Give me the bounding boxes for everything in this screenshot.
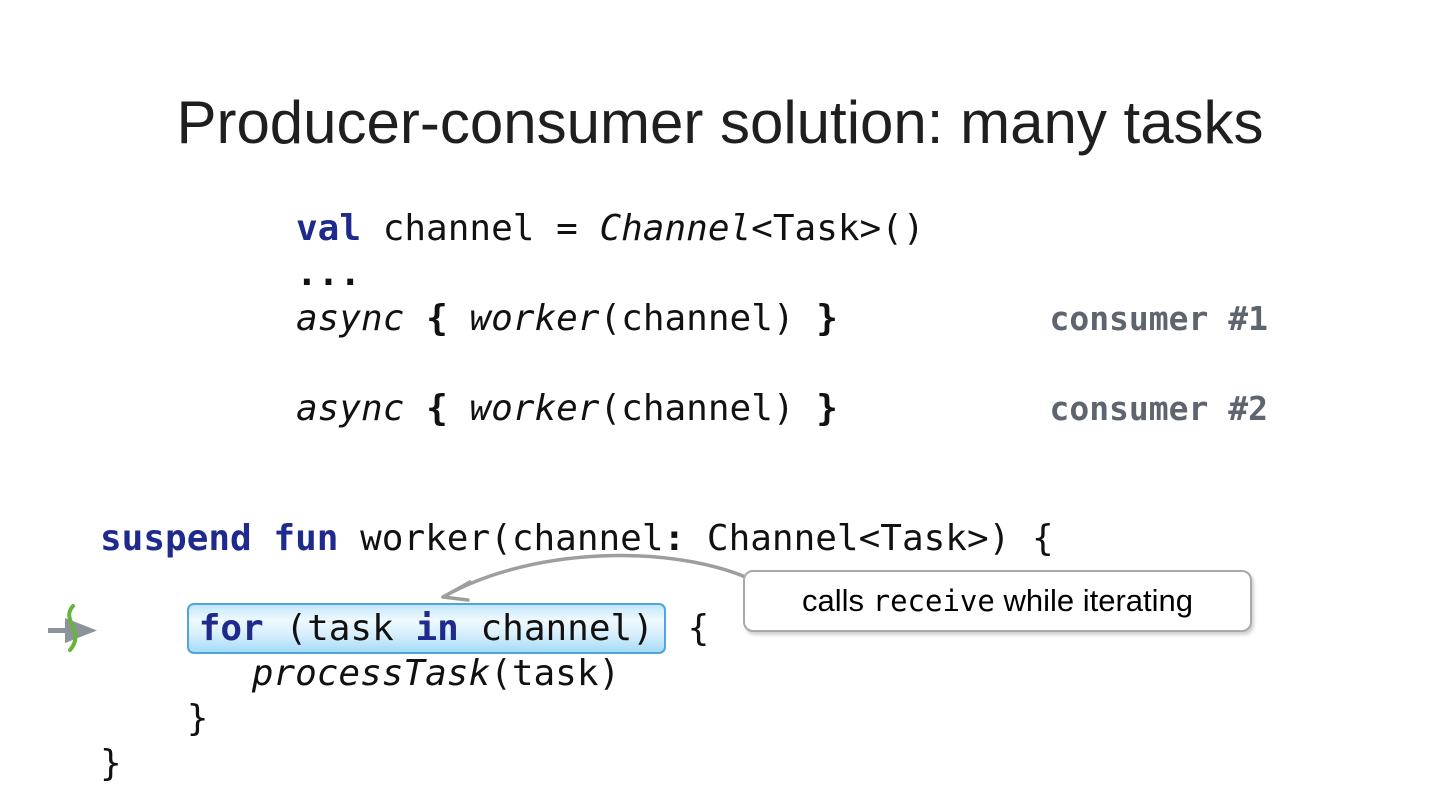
- code-line-val: val channel = Channel<Task>(): [296, 206, 925, 251]
- code-token: (task: [263, 608, 416, 649]
- code-token: }: [100, 743, 122, 784]
- tooltip-code-text: receive: [872, 584, 995, 618]
- code-token: [795, 388, 817, 429]
- code-token: channel): [458, 608, 654, 649]
- code-token: [100, 653, 252, 694]
- code-line-ellipsis: ...: [296, 251, 925, 296]
- consumer-1-label: consumer #1: [1049, 299, 1268, 338]
- code-token: Channel: [599, 208, 752, 249]
- code-token: <Task>(): [751, 208, 925, 249]
- callout-tooltip: calls receive while iterating: [743, 570, 1252, 632]
- code-token: [100, 608, 187, 649]
- code-token: }: [816, 388, 838, 429]
- code-token: [404, 298, 426, 339]
- code-token: [404, 388, 426, 429]
- code-token: (channel): [599, 388, 795, 429]
- code-token: channel =: [361, 208, 600, 249]
- code-token: }: [100, 698, 209, 739]
- code-token: (task): [490, 653, 621, 694]
- code-block-bottom: suspend fun worker(channel: Channel<Task…: [100, 516, 1054, 786]
- code-token: (channel): [599, 298, 795, 339]
- code-token: in: [415, 608, 459, 649]
- code-line-close-outer: }: [100, 741, 1054, 786]
- code-token: async: [296, 298, 405, 339]
- code-line-for: for (task in channel) {: [100, 603, 1054, 654]
- code-token: }: [816, 298, 838, 339]
- code-token: val: [296, 208, 362, 249]
- code-token: worker: [469, 298, 600, 339]
- code-token: [448, 298, 470, 339]
- callout-arrow-icon: [441, 553, 762, 602]
- code-token: {: [665, 608, 710, 649]
- jump-arrow-icon: [48, 604, 97, 652]
- code-block-top: val channel = Channel<Task>() ... async …: [296, 206, 925, 431]
- code-token: {: [426, 388, 448, 429]
- code-token: [448, 388, 470, 429]
- code-token: [795, 298, 817, 339]
- code-token: async: [296, 388, 405, 429]
- code-token: {: [426, 298, 448, 339]
- code-line-process-task: processTask(task): [100, 651, 1054, 696]
- consumer-2-label: consumer #2: [1049, 389, 1268, 428]
- slide-title: Producer-consumer solution: many tasks: [176, 89, 1264, 156]
- code-line-suspend-fun: suspend fun worker(channel: Channel<Task…: [100, 516, 1054, 561]
- code-token: for: [198, 608, 264, 649]
- code-token: Channel<Task>) {: [685, 518, 1054, 559]
- code-token: suspend fun: [100, 518, 339, 559]
- code-line-async-1: async { worker(channel) }: [296, 296, 925, 341]
- highlight-box: for (task in channel): [186, 603, 666, 654]
- code-token: worker(channel: [338, 518, 664, 559]
- code-token: processTask: [251, 653, 491, 694]
- tooltip-text: calls: [801, 583, 873, 618]
- code-token: worker: [469, 388, 600, 429]
- code-line-close-inner: }: [100, 696, 1054, 741]
- code-line-async-2: async { worker(channel) }: [296, 386, 925, 431]
- code-token: :: [663, 518, 686, 559]
- tooltip-text: while iterating: [994, 583, 1193, 618]
- code-token: ...: [296, 253, 362, 294]
- code-line-blank: [296, 341, 925, 386]
